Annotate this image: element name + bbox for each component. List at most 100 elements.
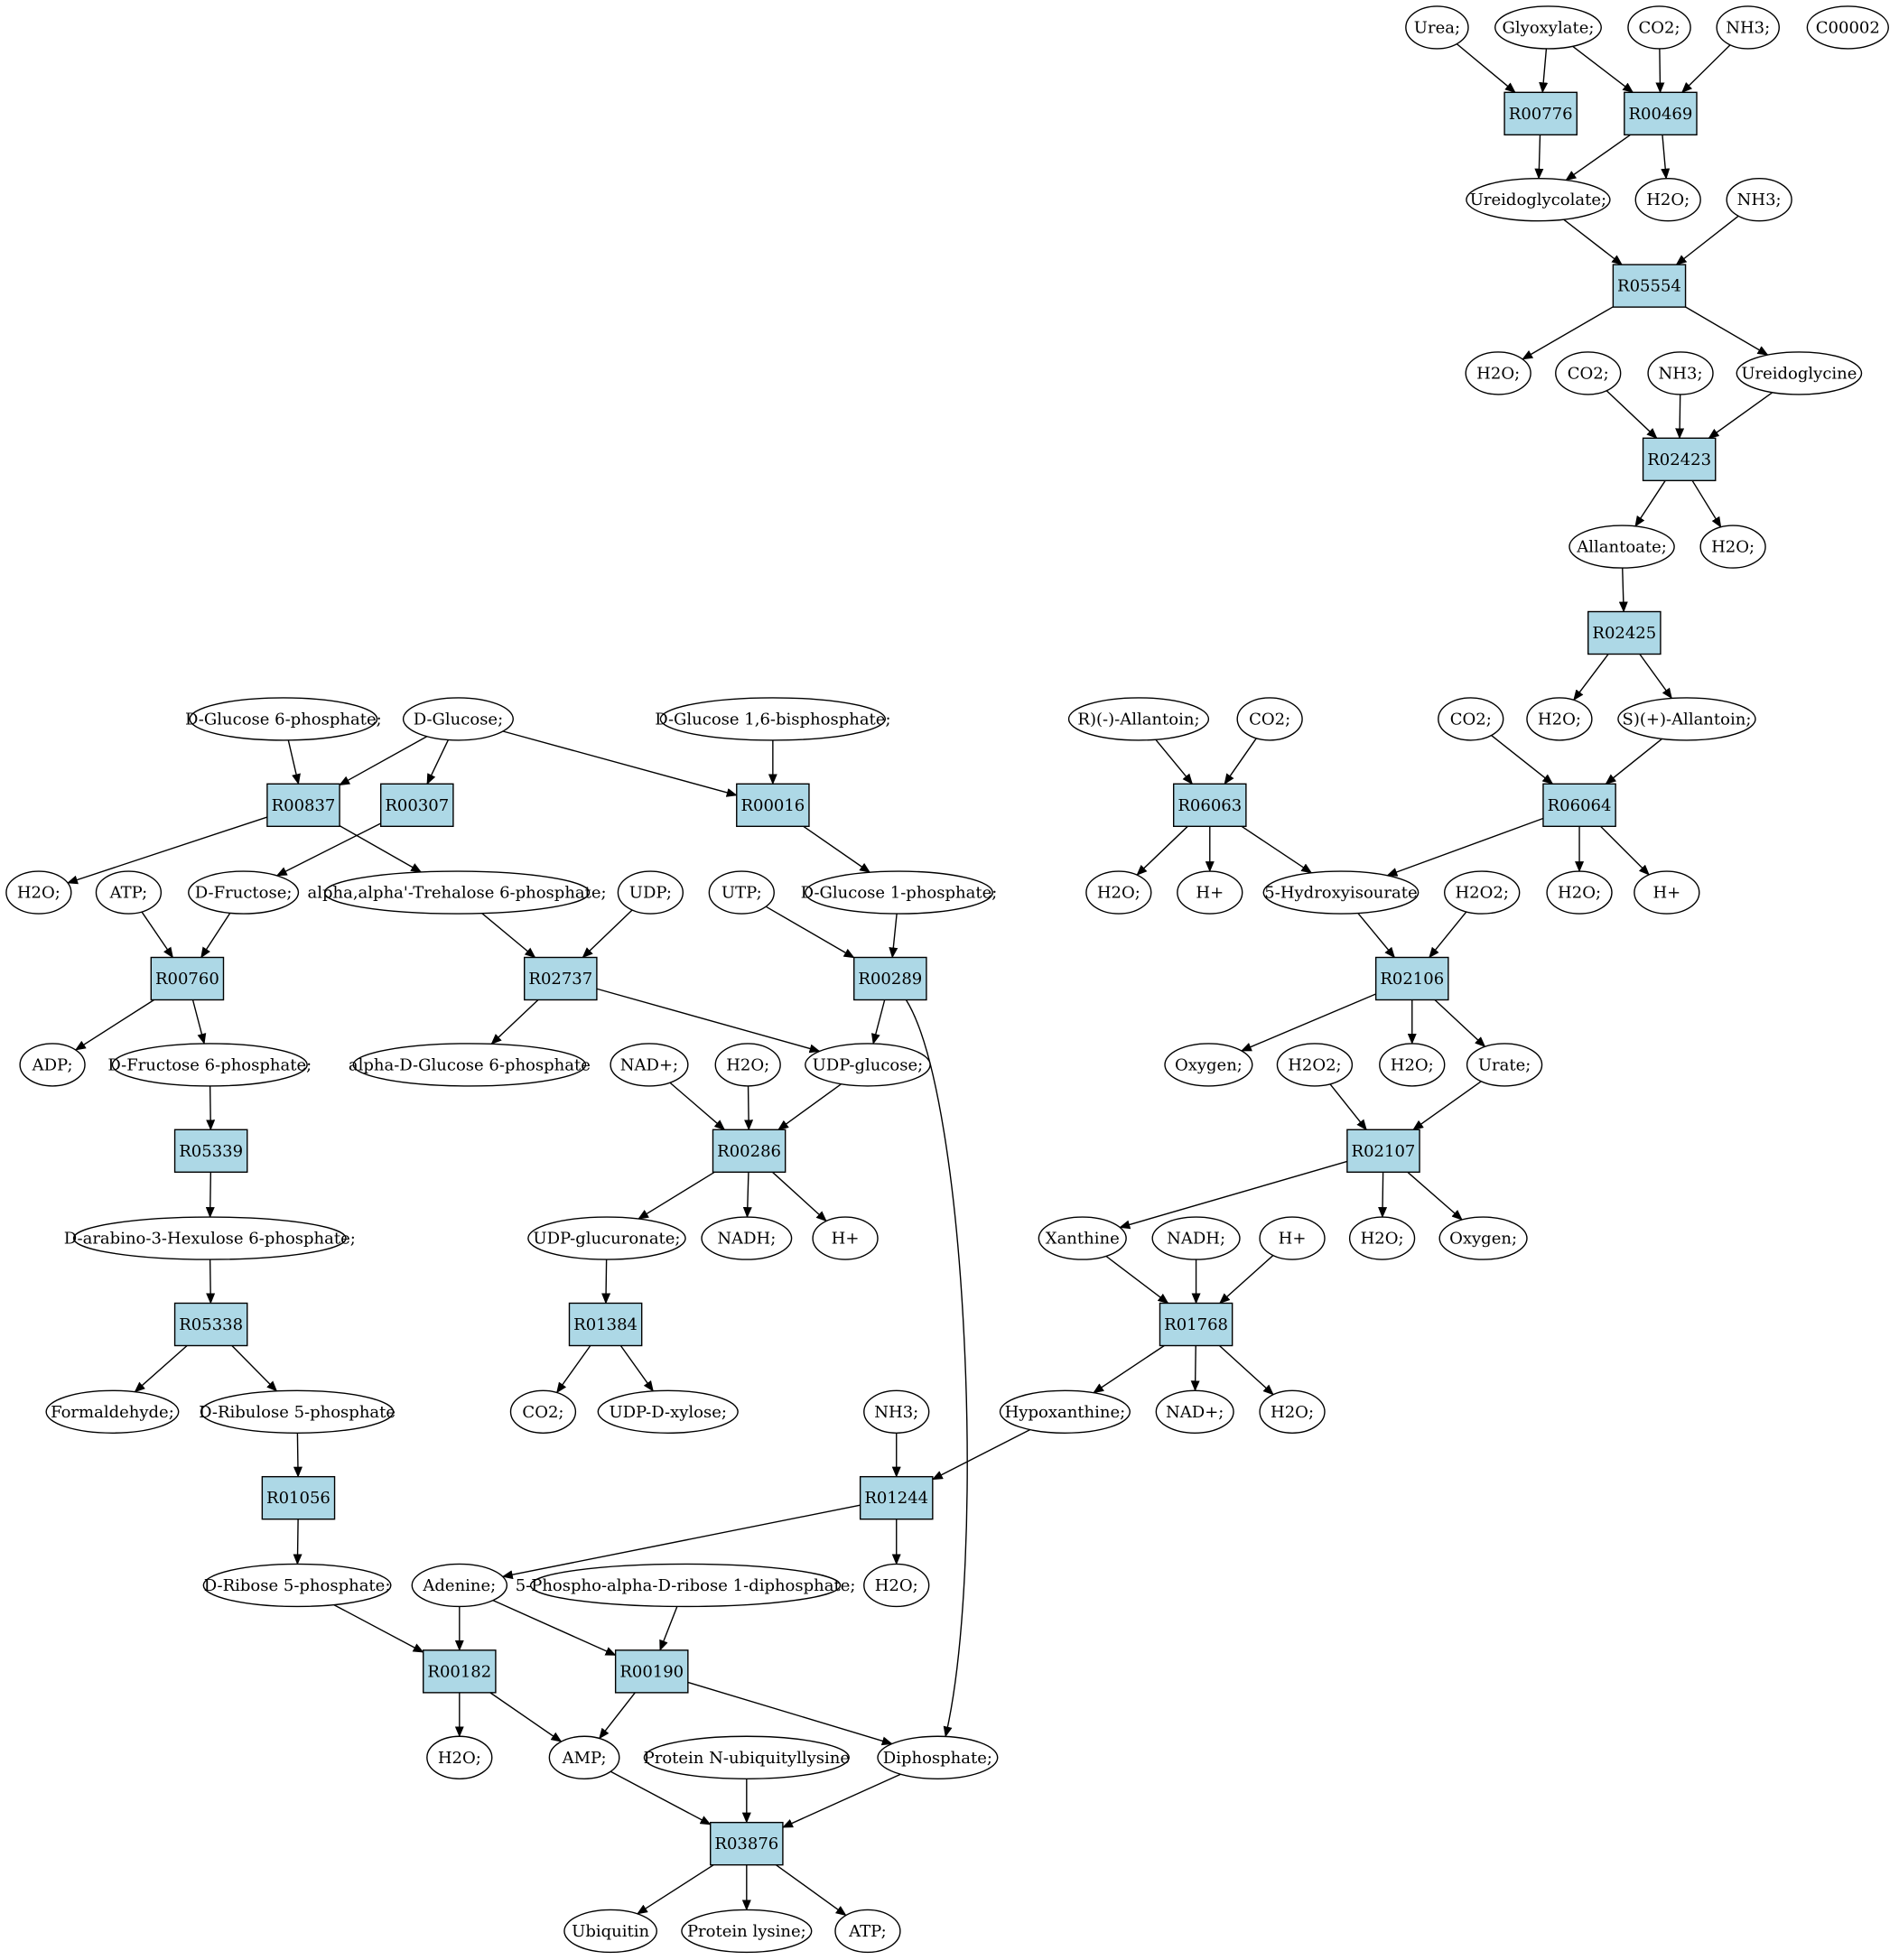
compound-node-c00002[interactable]: C00002	[1806, 5, 1889, 50]
compound-node-fru6p[interactable]: D-Fructose 6-phosphate;	[107, 1043, 312, 1087]
compound-node-udpglucose[interactable]: UDP-glucose;	[805, 1043, 931, 1087]
compound-node-h2o_a[interactable]: H2O;	[1634, 178, 1701, 222]
compound-node-glc16bp[interactable]: D-Glucose 1,6-bisphosphate;	[655, 697, 891, 741]
edge-R00286-to-hplus_c	[771, 1171, 827, 1222]
compound-node-nh3_c[interactable]: NH3;	[1647, 351, 1714, 395]
compound-node-hplus_a[interactable]: H+	[1177, 870, 1243, 915]
reaction-node-R06064[interactable]: R06064	[1542, 783, 1616, 828]
compound-node-s_allantoin[interactable]: S)(+)-Allantoin;	[1617, 697, 1756, 741]
compound-node-hplus_b[interactable]: H+	[1634, 870, 1700, 915]
reaction-node-R00182[interactable]: R00182	[423, 1649, 497, 1694]
reaction-node-R00016[interactable]: R00016	[736, 783, 810, 828]
compound-node-h2o_b[interactable]: H2O;	[1465, 351, 1531, 395]
compound-node-allantoate[interactable]: Allantoate;	[1569, 525, 1675, 569]
reaction-node-R05338[interactable]: R05338	[173, 1302, 248, 1347]
edge-atp_a-to-R00760	[141, 911, 173, 959]
compound-node-co2_c[interactable]: CO2;	[1236, 697, 1303, 741]
reaction-node-R00190[interactable]: R00190	[614, 1649, 689, 1694]
compound-node-udpxylose[interactable]: UDP-D-xylose;	[597, 1389, 739, 1434]
compound-node-adenine[interactable]: Adenine;	[411, 1563, 508, 1608]
reaction-node-R00760[interactable]: R00760	[150, 956, 225, 1001]
compound-node-ureidoglycine[interactable]: Ureidoglycine	[1736, 351, 1863, 395]
compound-node-co2_a[interactable]: CO2;	[1627, 5, 1691, 50]
compound-node-nadplus_b[interactable]: NAD+;	[1155, 1389, 1234, 1434]
compound-node-prpp[interactable]: 5-Phospho-alpha-D-ribose 1-diphosphate;	[516, 1563, 856, 1608]
compound-node-urate[interactable]: Urate;	[1466, 1043, 1543, 1087]
compound-node-glyoxylate[interactable]: Glyoxylate;	[1494, 5, 1602, 50]
compound-node-xanthine[interactable]: Xanthine	[1038, 1216, 1127, 1260]
compound-node-proteinlysine[interactable]: Protein lysine;	[681, 1909, 813, 1954]
compound-node-trehalose6p[interactable]: alpha,alpha'-Trehalose 6-phosphate;	[308, 870, 607, 915]
compound-node-nadh_a[interactable]: NADH;	[701, 1216, 793, 1260]
compound-node-glc1p[interactable]: D-Glucose 1-phosphate;	[801, 870, 998, 915]
compound-node-ribulose5p[interactable]: D-Ribulose 5-phosphate	[199, 1389, 396, 1434]
compound-node-formaldehyde[interactable]: Formaldehyde;	[45, 1389, 180, 1434]
compound-node-h2o_h[interactable]: H2O;	[714, 1043, 781, 1087]
reaction-node-R02737[interactable]: R02737	[524, 956, 598, 1001]
reaction-node-R05554[interactable]: R05554	[1612, 264, 1687, 308]
reaction-node-R02107[interactable]: R02107	[1346, 1129, 1420, 1174]
compound-node-hexulose6p[interactable]: D-arabino-3-Hexulose 6-phosphate;	[64, 1216, 356, 1260]
reaction-node-R01056[interactable]: R01056	[261, 1475, 336, 1520]
reaction-node-R03876[interactable]: R03876	[710, 1821, 784, 1866]
compound-node-glc6p[interactable]: D-Glucose 6-phosphate;	[185, 697, 382, 741]
compound-node-amp[interactable]: AMP;	[548, 1735, 620, 1779]
compound-node-h2o_d[interactable]: H2O;	[1526, 697, 1593, 741]
compound-node-co2_b[interactable]: CO2;	[1555, 351, 1622, 395]
compound-node-co2_e[interactable]: CO2;	[509, 1389, 577, 1434]
reaction-node-R00286[interactable]: R00286	[712, 1129, 787, 1174]
compound-node-h2o_g[interactable]: H2O;	[1546, 870, 1613, 915]
compound-node-hydroxyisourate[interactable]: 5-Hydroxyisourate	[1262, 870, 1420, 915]
reaction-node-R02423[interactable]: R02423	[1642, 437, 1717, 482]
reaction-node-R05339[interactable]: R05339	[173, 1129, 248, 1174]
compound-node-oxygen_a[interactable]: Oxygen;	[1164, 1043, 1253, 1087]
compound-node-nh3_d[interactable]: NH3;	[863, 1389, 930, 1434]
compound-node-udpglucuronate[interactable]: UDP-glucuronate;	[527, 1216, 686, 1260]
compound-node-co2_d[interactable]: CO2;	[1438, 697, 1504, 741]
compound-node-adp[interactable]: ADP;	[19, 1043, 86, 1087]
reaction-node-R00289[interactable]: R00289	[853, 956, 927, 1001]
compound-node-oxygen_b[interactable]: Oxygen;	[1438, 1216, 1528, 1260]
compound-node-ubiquityllysine[interactable]: Protein N-ubiquityllysine	[644, 1735, 850, 1779]
compound-node-nadh_b[interactable]: NADH;	[1151, 1216, 1241, 1260]
compound-node-ureidoglycolate[interactable]: Ureidoglycolate;	[1466, 178, 1611, 222]
reaction-node-R01244[interactable]: R01244	[859, 1475, 934, 1520]
compound-node-hypoxanthine[interactable]: Hypoxanthine;	[999, 1389, 1131, 1434]
compound-node-nadplus_a[interactable]: NAD+;	[610, 1043, 689, 1087]
compound-node-dglucose[interactable]: D-Glucose;	[402, 697, 514, 741]
compound-node-hplus_d[interactable]: H+	[1259, 1216, 1326, 1260]
compound-node-ubiquitin[interactable]: Ubiquitin	[563, 1909, 657, 1954]
compound-node-h2o_e[interactable]: H2O;	[5, 870, 72, 915]
compound-node-urea[interactable]: Urea;	[1405, 5, 1469, 50]
reaction-node-R06063[interactable]: R06063	[1172, 783, 1247, 828]
compound-node-atp_a[interactable]: ATP;	[95, 870, 163, 915]
compound-node-diphosphate[interactable]: Diphosphate;	[877, 1735, 999, 1779]
compound-node-h2o_c[interactable]: H2O;	[1699, 525, 1766, 569]
compound-node-atp_b[interactable]: ATP;	[834, 1909, 901, 1954]
compound-node-utp[interactable]: UTP;	[708, 870, 775, 915]
reaction-node-R02106[interactable]: R02106	[1374, 956, 1449, 1001]
compound-node-aglc6p[interactable]: alpha-D-Glucose 6-phosphate	[349, 1043, 591, 1087]
compound-node-hplus_c[interactable]: H+	[812, 1216, 879, 1260]
compound-node-nh3_a[interactable]: NH3;	[1716, 5, 1780, 50]
reaction-node-R01768[interactable]: R01768	[1159, 1302, 1233, 1347]
compound-node-h2o_m[interactable]: H2O;	[426, 1735, 493, 1779]
compound-node-h2o2_b[interactable]: H2O2;	[1276, 1043, 1354, 1087]
reaction-node-R02425[interactable]: R02425	[1587, 610, 1662, 655]
compound-node-h2o_k[interactable]: H2O;	[1259, 1389, 1326, 1434]
compound-node-ribose5p[interactable]: D-Ribose 5-phosphate;	[202, 1563, 392, 1608]
compound-node-udp[interactable]: UDP;	[617, 870, 684, 915]
compound-node-h2o_l[interactable]: H2O;	[863, 1563, 930, 1608]
compound-node-nh3_b[interactable]: NH3;	[1726, 178, 1792, 222]
compound-node-dfructose[interactable]: D-Fructose;	[188, 870, 300, 915]
compound-node-h2o_f[interactable]: H2O;	[1085, 870, 1152, 915]
reaction-node-R00776[interactable]: R00776	[1503, 91, 1578, 136]
reaction-node-R00469[interactable]: R00469	[1624, 91, 1698, 136]
reaction-node-R01384[interactable]: R01384	[568, 1302, 643, 1347]
reaction-node-R00837[interactable]: R00837	[266, 783, 340, 828]
compound-node-h2o_i[interactable]: H2O;	[1379, 1043, 1446, 1087]
compound-node-r_allantoin[interactable]: R)(-)-Allantoin;	[1067, 697, 1210, 741]
compound-node-h2o2_a[interactable]: H2O2;	[1444, 870, 1521, 915]
compound-node-h2o_j[interactable]: H2O;	[1348, 1216, 1416, 1260]
reaction-node-R00307[interactable]: R00307	[380, 783, 454, 828]
